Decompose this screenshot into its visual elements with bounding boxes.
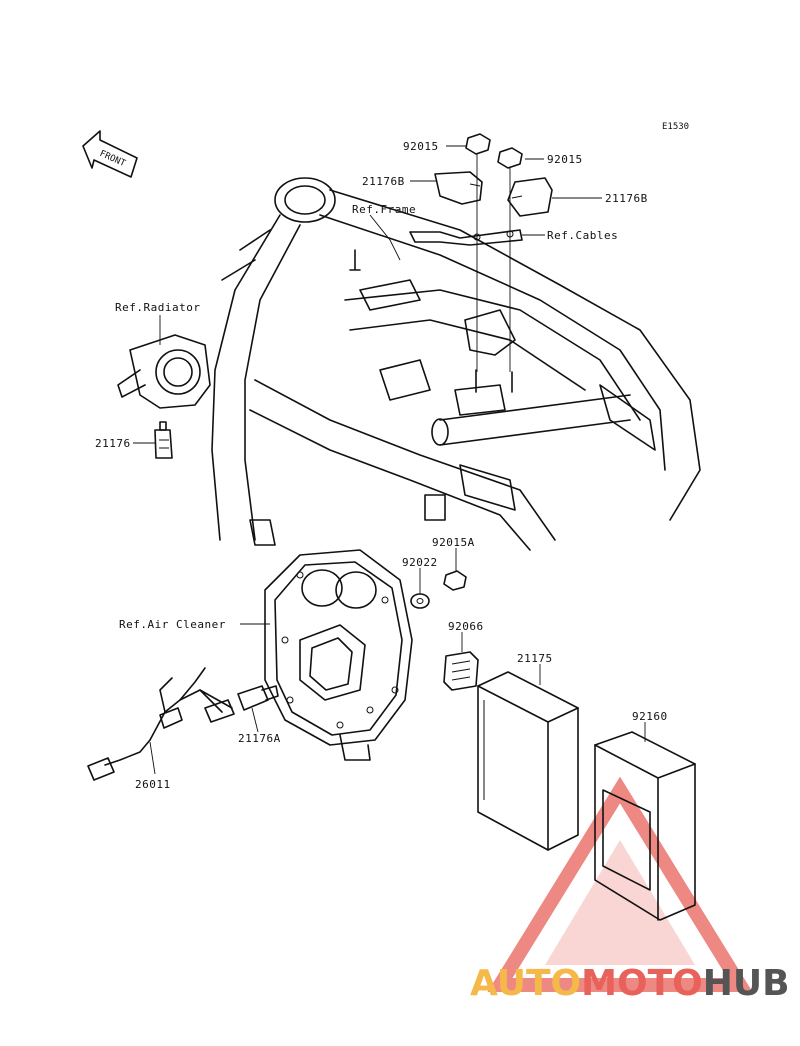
- label-92015-left: 92015: [403, 140, 439, 153]
- harness-26011: [87, 667, 235, 781]
- label-21176: 21176: [95, 437, 131, 450]
- watermark-text: AUTOMOTOHUB: [470, 963, 790, 1004]
- label-ref-frame: Ref.Frame: [352, 203, 416, 216]
- leader-lines: [133, 145, 646, 775]
- diagram-code: E1530: [662, 122, 689, 132]
- label-21176a: 21176A: [238, 732, 281, 745]
- frame-drawing: [211, 177, 701, 551]
- label-ref-radiator: Ref.Radiator: [115, 301, 200, 314]
- connector-92066: [443, 651, 479, 691]
- label-21176b-left: 21176B: [362, 175, 405, 188]
- watermark-logo-triangle: [487, 776, 753, 992]
- label-ref-air-cleaner: Ref.Air Cleaner: [119, 618, 226, 631]
- front-label: FRONT: [98, 149, 127, 169]
- nut-92015a: [443, 570, 467, 591]
- label-92066: 92066: [448, 620, 484, 633]
- watermark-moto: MOTO: [581, 963, 703, 1004]
- temp-sensor-21176: [154, 421, 173, 459]
- label-26011: 26011: [135, 778, 171, 791]
- sensor-21176a: [237, 685, 279, 711]
- label-21175: 21175: [517, 652, 553, 665]
- washer-92022: [410, 593, 430, 609]
- label-92022: 92022: [402, 556, 438, 569]
- label-92160: 92160: [632, 710, 668, 723]
- radiator-outlet: [117, 334, 211, 409]
- sensor-21176b-right: [507, 177, 553, 217]
- nut-92015-right: [497, 147, 523, 169]
- front-arrow-icon: FRONT: [82, 130, 138, 178]
- watermark-hub: HUB: [703, 963, 790, 1004]
- label-92015a: 92015A: [432, 536, 475, 549]
- label-ref-cables: Ref.Cables: [547, 229, 618, 242]
- label-92015-right: 92015: [547, 153, 583, 166]
- nut-92015-left: [465, 133, 491, 155]
- air-cleaner-housing: [264, 549, 413, 761]
- label-21176b-right: 21176B: [605, 192, 648, 205]
- ecu-cover-92160: [594, 731, 696, 921]
- watermark-auto: AUTO: [470, 963, 581, 1004]
- sensor-bracket: [409, 229, 523, 246]
- ecu-21175: [477, 671, 579, 851]
- sensor-21176b-left: [434, 171, 483, 205]
